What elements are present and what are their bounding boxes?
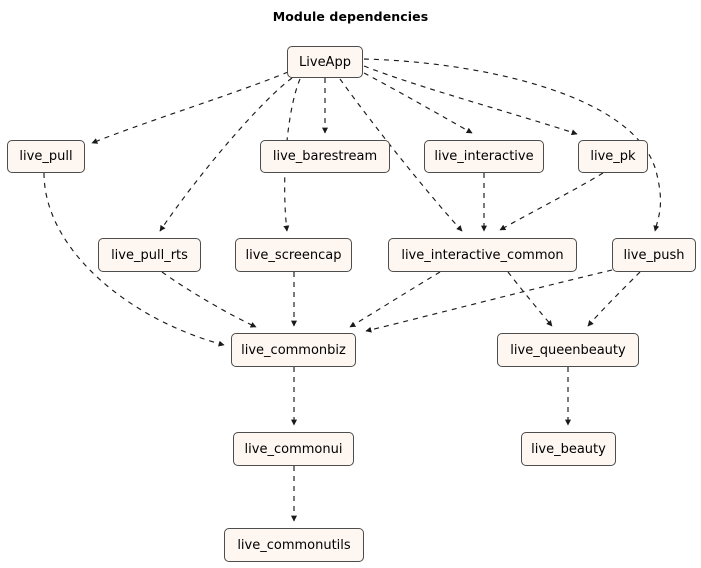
node-label: live_beauty <box>531 441 606 457</box>
node-label: live_commonui <box>244 441 343 457</box>
node-live-beauty[interactable]: live_beauty <box>521 432 616 466</box>
node-label: live_interactive_common <box>401 247 564 263</box>
node-live-pull-rts[interactable]: live_pull_rts <box>98 238 201 272</box>
edge-LiveApp-to-live-interactive <box>363 72 473 134</box>
edge-live-pull-rts-to-live-commonbiz <box>161 271 257 328</box>
edge-live-push-to-live-queenbeauty <box>587 271 641 327</box>
edge-live-pk-to-live-interactive-common <box>499 172 604 231</box>
edge-LiveApp-to-live-pk <box>363 65 578 136</box>
edge-LiveApp-to-live-push <box>363 58 662 232</box>
edge-LiveApp-to-live-pull <box>91 71 289 144</box>
edge-live-interactive-common-to-live-commonbiz <box>349 271 441 328</box>
node-label: live_push <box>623 247 685 263</box>
node-live-pull[interactable]: live_pull <box>7 140 85 173</box>
node-liveapp[interactable]: LiveApp <box>287 46 363 78</box>
page-title: Module dependencies <box>272 9 429 24</box>
node-label: live_pull_rts <box>111 247 188 263</box>
node-label: live_screencap <box>245 247 342 263</box>
node-label: live_commonutils <box>237 537 351 553</box>
node-live-commonbiz[interactable]: live_commonbiz <box>231 333 356 367</box>
edge-LiveApp-to-live-interactive-common <box>339 78 463 232</box>
node-label: live_queenbeauty <box>510 342 626 358</box>
node-label: live_pull <box>19 149 73 164</box>
node-label: LiveApp <box>299 54 351 70</box>
node-live-push[interactable]: live_push <box>612 238 696 272</box>
node-live-interactive-common[interactable]: live_interactive_common <box>388 238 577 272</box>
edge-live-pull-to-live-commonbiz <box>43 172 225 347</box>
node-live-barestream[interactable]: live_barestream <box>260 140 390 173</box>
node-live-screencap[interactable]: live_screencap <box>235 238 352 272</box>
node-live-interactive[interactable]: live_interactive <box>424 140 544 173</box>
edge-live-interactive-common-to-live-queenbeauty <box>507 271 553 327</box>
node-live-pk[interactable]: live_pk <box>578 140 648 173</box>
node-live-queenbeauty[interactable]: live_queenbeauty <box>497 333 639 367</box>
node-label: live_barestream <box>272 149 378 164</box>
edge-live-push-to-live-commonbiz <box>365 269 613 333</box>
node-label: live_pk <box>590 149 636 164</box>
node-label: live_interactive <box>434 149 534 164</box>
node-label: live_commonbiz <box>241 342 346 358</box>
node-live-commonui[interactable]: live_commonui <box>233 432 354 466</box>
node-live-commonutils[interactable]: live_commonutils <box>224 528 364 562</box>
